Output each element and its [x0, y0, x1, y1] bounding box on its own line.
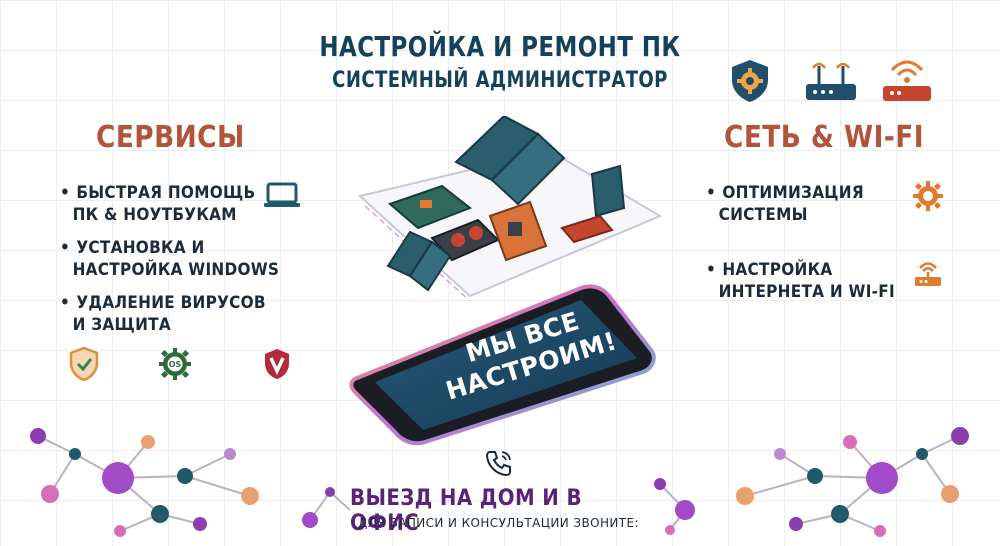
- network-item-optimization-line2: СИСТЕМЫ: [718, 205, 808, 225]
- service-item-virus: УДАЛЕНИЕ ВИРУСОВ И ЗАЩИТА: [60, 292, 266, 336]
- network-item-internet: НАСТРОЙКА ИНТЕРНЕТА И WI-FI: [706, 259, 895, 303]
- services-title: СЕРВИСЫ: [96, 120, 245, 155]
- service-item-windows-line1: УСТАНОВКА И: [60, 237, 279, 259]
- service-item-help: БЫСТРАЯ ПОМОЩЬ ПК & НОУТБУКАМ: [60, 182, 256, 226]
- service-item-virus-line1: УДАЛЕНИЕ ВИРУСОВ: [60, 292, 266, 314]
- service-item-windows: УСТАНОВКА И НАСТРОЙКА WINDOWS: [60, 237, 279, 281]
- network-item-internet-line2: ИНТЕРНЕТА И WI-FI: [718, 282, 895, 302]
- shield-gear-icon: [732, 60, 768, 102]
- antivirus-v-icon: [265, 349, 289, 379]
- footer-subtitle: ДЛЯ ЗАПИСИ И КОНСУЛЬТАЦИИ ЗВОНИТЕ:: [358, 516, 639, 530]
- wifi-router-icon: [883, 60, 931, 101]
- small-router-icon: [915, 262, 941, 286]
- network-nodes-footer: [302, 478, 695, 535]
- service-item-windows-line2: НАСТРОЙКА WINDOWS: [72, 260, 280, 280]
- router-icon: [806, 62, 856, 100]
- footer-title: ВЫЕЗД НА ДОМ И В ОФИС: [350, 486, 582, 536]
- shield-check-icon: [69, 346, 99, 382]
- page-subtitle: СИСТЕМНЫЙ АДМИНИСТРАТОР: [332, 68, 668, 93]
- phone-call-icon: [485, 451, 511, 477]
- gear-icon: [913, 181, 943, 211]
- smartphone-illustration: [349, 284, 656, 446]
- os-gear-icon: OS: [159, 348, 191, 380]
- page-title: НАСТРОЙКА И РЕМОНТ ПК: [319, 30, 681, 63]
- devices-illustration: [357, 116, 663, 302]
- laptop-icon: [264, 182, 300, 207]
- service-item-virus-line2: И ЗАЩИТА: [72, 315, 171, 335]
- network-nodes-left: [30, 428, 259, 537]
- network-title: СЕТЬ & WI-FI: [724, 120, 924, 155]
- network-item-optimization: ОПТИМИЗАЦИЯ СИСТЕМЫ: [706, 182, 864, 226]
- service-item-help-line2: ПК & НОУТБУКАМ: [72, 205, 237, 225]
- network-nodes-right: [736, 427, 969, 537]
- svg-text:OS: OS: [169, 360, 182, 369]
- network-item-optimization-line1: ОПТИМИЗАЦИЯ: [706, 182, 864, 204]
- service-item-help-line1: БЫСТРАЯ ПОМОЩЬ: [60, 182, 255, 204]
- network-item-internet-line1: НАСТРОЙКА: [706, 259, 895, 281]
